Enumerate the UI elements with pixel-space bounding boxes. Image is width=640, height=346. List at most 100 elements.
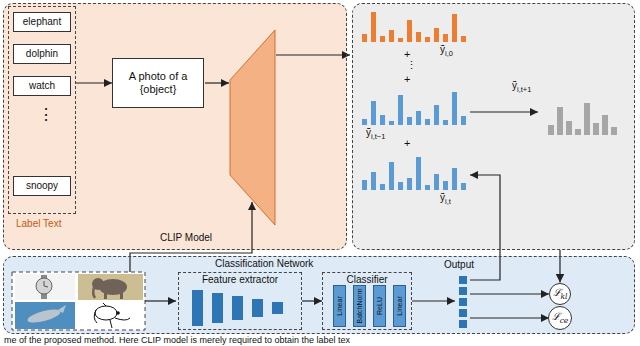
score-bar (416, 111, 421, 125)
elephant-leg (120, 292, 123, 299)
score-bar (407, 20, 412, 42)
flow-arrow (470, 293, 549, 294)
loss-circle: ℒkl (549, 283, 572, 306)
score-bar (452, 92, 457, 125)
score-bar (371, 101, 376, 125)
score-bars (362, 12, 617, 190)
score-bar (434, 174, 439, 190)
snoopy-sketch (78, 302, 143, 329)
score-bar (362, 34, 367, 42)
score-bar (416, 157, 421, 190)
box-label: watch (29, 80, 55, 92)
output-unit (459, 287, 467, 295)
snoopy-nose (116, 311, 120, 315)
output-unit (459, 276, 467, 284)
elephant-trunk (93, 287, 95, 298)
box-label: BatchNorm (355, 288, 363, 323)
score-bar (389, 30, 394, 42)
connectors (76, 83, 560, 301)
score-bar (548, 125, 554, 135)
feature-layers (192, 290, 283, 326)
elephant-photo (78, 274, 143, 300)
score-bar (380, 36, 385, 42)
output-column (459, 276, 467, 328)
box-label: ReLU (375, 297, 383, 315)
flow-arrow (470, 317, 549, 318)
sum-sign: + (404, 137, 410, 149)
feature-extractor-box: Feature extractor (178, 272, 302, 330)
flow-arrow (276, 54, 350, 55)
region-heading: Feature extractor (179, 274, 301, 286)
score-bar (602, 115, 608, 135)
watch-face (36, 278, 52, 294)
figure-caption: me of the proposed method. Here CLIP mod… (4, 335, 350, 346)
score-bar-group (362, 92, 466, 125)
dolphin-body (26, 307, 61, 325)
region-heading: Classification Network (215, 258, 313, 270)
layer-bar: Linear (393, 285, 406, 327)
label-word-box: elephant (13, 12, 71, 32)
watch-hands (44, 281, 48, 287)
score-bar (443, 120, 448, 125)
watch-photo (15, 274, 75, 300)
flow-arrow (145, 300, 176, 301)
score-bar (434, 28, 439, 42)
box-label: ℒce (552, 311, 569, 326)
region-heading: ỹi,0 (440, 44, 453, 59)
logit-panel: ỹi,0ỹi,t−1ỹi,tỹi,t+1 (352, 3, 635, 250)
connector-arrow (76, 82, 112, 83)
score-bar (389, 162, 394, 190)
layer-bar: BatchNorm (353, 285, 366, 327)
score-bar (407, 117, 412, 125)
score-bar (461, 36, 466, 42)
image-samples (12, 272, 145, 330)
ellipsis: ⋮ (406, 59, 417, 71)
layer-bar: Linear (333, 285, 346, 327)
box-label: ℒkl (553, 287, 568, 302)
flow-arrow (205, 82, 229, 83)
region-heading: ỹi,t+1 (512, 80, 531, 95)
connector-arrow (302, 300, 322, 301)
score-bar (452, 14, 457, 42)
score-bar (380, 115, 385, 125)
conv-layer (232, 296, 243, 320)
score-bar (452, 168, 457, 190)
score-bar (461, 183, 466, 190)
score-bar-group (362, 12, 466, 42)
region-heading: ỹi,t−1 (366, 127, 385, 142)
score-bar (389, 121, 394, 125)
flow-arrow (470, 175, 500, 280)
clip-encoder (230, 30, 275, 225)
score-bar-group (548, 103, 617, 135)
dolphin-tail (58, 305, 66, 313)
score-bar (425, 119, 430, 125)
output-unit (459, 309, 467, 317)
label-word-box: dolphin (13, 44, 71, 64)
output-unit (459, 298, 467, 306)
score-bar (407, 178, 412, 190)
region-heading: Classifier (323, 274, 411, 286)
region-ground (3, 3, 347, 250)
region-grounds (3, 3, 635, 334)
region-ground (352, 3, 635, 250)
box-label: elephant (23, 16, 61, 28)
conv-layer (252, 299, 263, 317)
encoder-trapezoid (230, 30, 275, 225)
score-bar (425, 185, 430, 190)
sum-sign: + (404, 48, 410, 60)
connector-arrow (559, 250, 560, 283)
score-bar (443, 34, 448, 42)
layer-bar: ReLU (373, 285, 386, 327)
box-label: Linear (395, 296, 403, 315)
box-label: dolphin (26, 48, 58, 60)
score-bar (380, 184, 385, 190)
dolphin-photo (15, 302, 75, 329)
score-bar (371, 12, 376, 42)
prompt-box: A photo of a {object} (112, 58, 204, 108)
box-label: Linear (335, 296, 343, 315)
output-unit (459, 320, 467, 328)
score-bar (425, 37, 430, 42)
snoopy-head (95, 306, 117, 320)
conv-layer (192, 290, 203, 326)
